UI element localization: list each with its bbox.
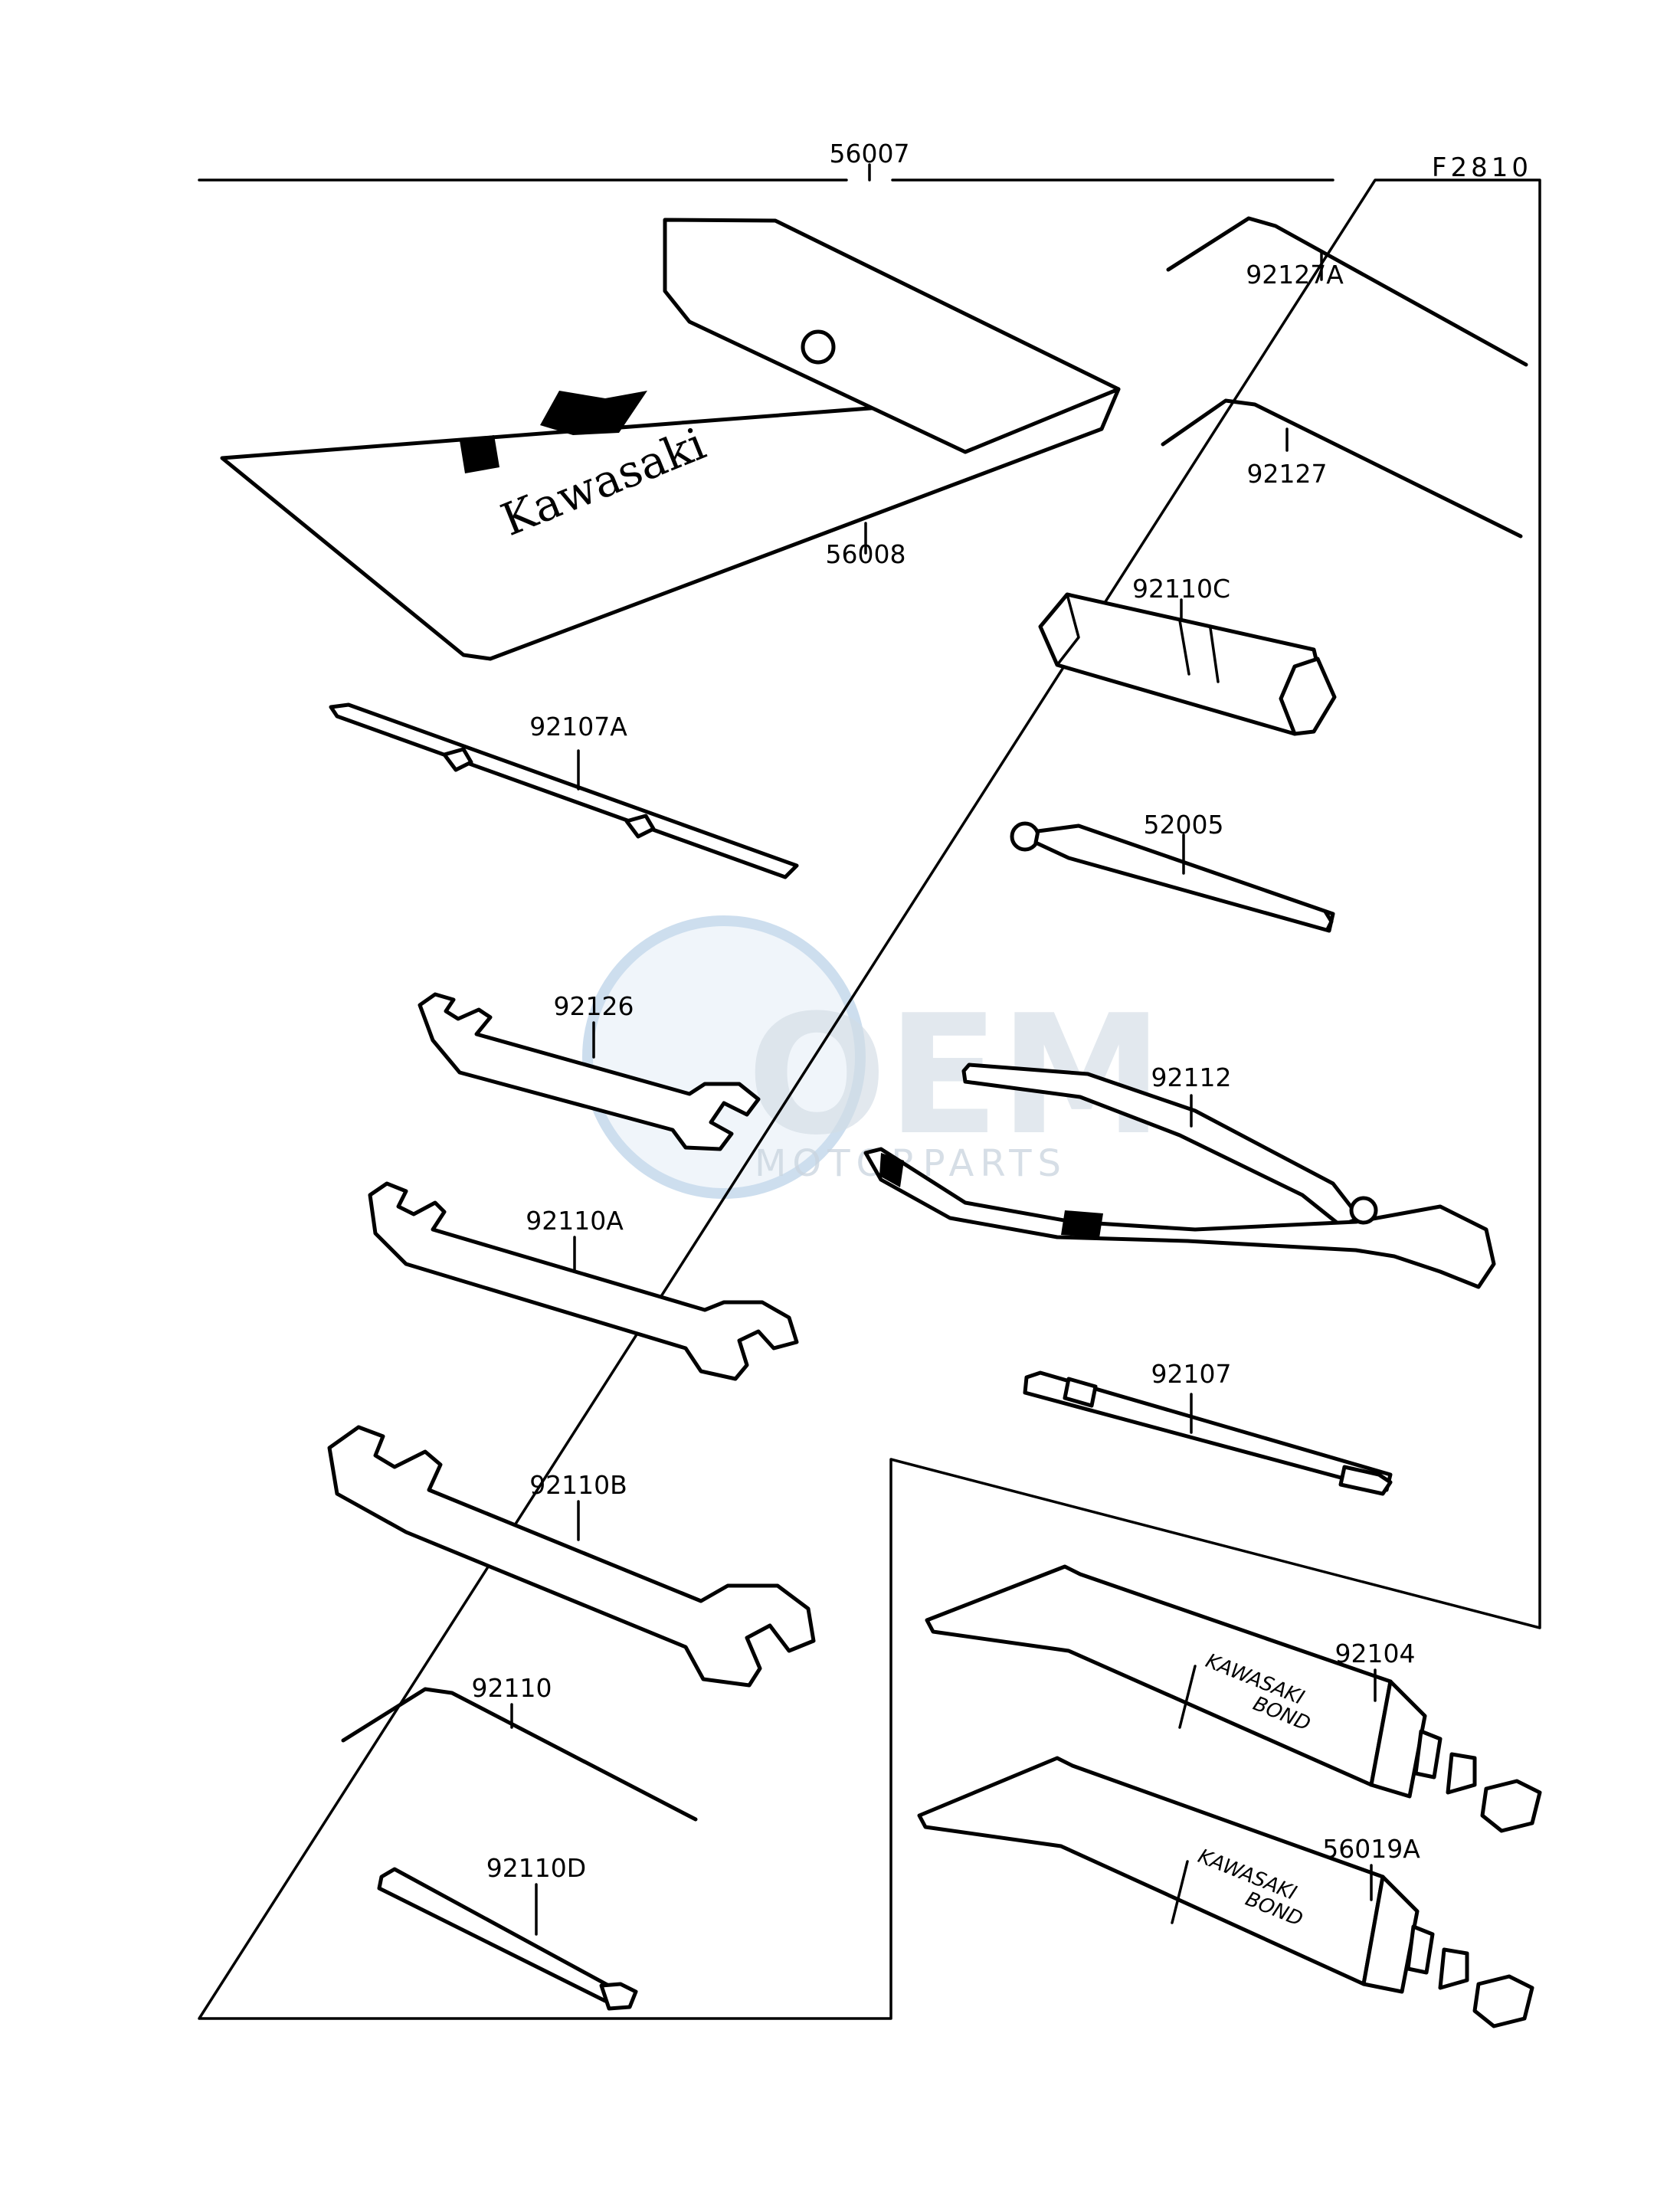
label-52005: 52005 <box>1144 810 1224 840</box>
label-92127: 92127 <box>1247 459 1328 489</box>
label-92110: 92110 <box>472 1673 552 1703</box>
bond-tube-56019a: KAWASAKI BOND 56019A <box>917 1756 1534 2028</box>
snap-button <box>801 329 836 365</box>
spark-plug-wrench-92110c: 92110C <box>1038 574 1337 736</box>
screwdriver-92107: 92107 <box>1023 1359 1393 1496</box>
label-92110c: 92110C <box>1132 574 1230 604</box>
label-92110a: 92110A <box>526 1206 624 1236</box>
tool-kit-boundary: 56007 <box>198 139 1541 2020</box>
screwdriver-handle-52005: 52005 <box>1010 810 1335 933</box>
label-92110b: 92110B <box>529 1470 627 1500</box>
wrench-92110b: 92110B <box>327 1425 816 1688</box>
label-92107a: 92107A <box>529 712 627 742</box>
label-56008: 56008 <box>826 539 906 569</box>
hex-wrench-92127a: 92127A <box>1166 216 1528 367</box>
tool-bag: Kawasaki 56008 <box>220 218 1121 661</box>
bond-tube-92104: KAWASAKI BOND 92104 <box>925 1564 1542 1833</box>
wrench-92126: 92126 <box>418 991 761 1151</box>
wrench-92110a: 92110A <box>368 1181 799 1381</box>
spoke-wrench-92110d: 92110D <box>377 1853 638 2011</box>
label-56019a: 56019A <box>1322 1834 1420 1864</box>
hex-wrench-92127: 92127 <box>1161 398 1523 539</box>
pliers-92112: 92112 <box>863 1062 1496 1289</box>
screwdriver-92107a: 92107A <box>329 702 799 879</box>
hex-wrench-92110: 92110 <box>341 1673 698 1822</box>
figure-reference: F2810 <box>1432 152 1532 183</box>
label-92112: 92112 <box>1151 1062 1232 1092</box>
label-56007: 56007 <box>830 139 910 169</box>
label-92107: 92107 <box>1151 1359 1232 1389</box>
label-92127a: 92127A <box>1246 260 1344 290</box>
label-92126: 92126 <box>554 991 634 1021</box>
label-92104: 92104 <box>1335 1639 1416 1668</box>
label-92110d: 92110D <box>486 1853 586 1883</box>
